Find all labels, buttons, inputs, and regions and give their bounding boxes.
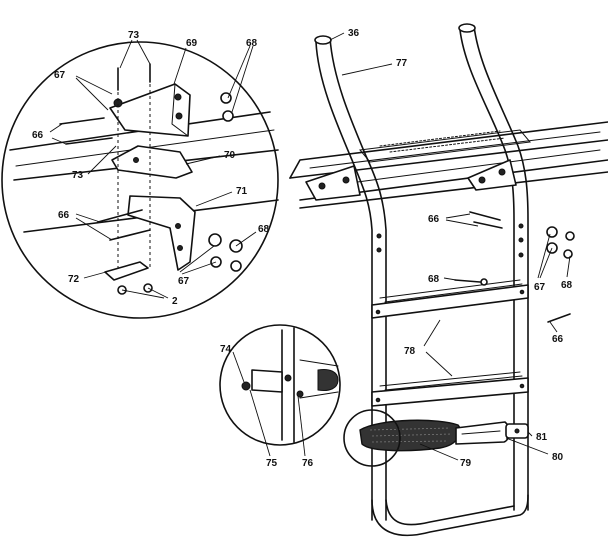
label-part-71: 71 — [236, 186, 248, 197]
detail-circle-top — [1, 41, 279, 319]
weight-rod-80 — [455, 421, 511, 445]
ladder-weight-79 — [359, 419, 461, 452]
callout-labels: 36 77 73 69 68 67 66 73 70 71 66 68 67 7… — [32, 28, 573, 469]
label-part-70: 70 — [224, 150, 236, 161]
label-part-66-mid: 66 — [58, 210, 70, 221]
ladder-top-bracket-right — [467, 159, 517, 191]
label-part-66-right: 66 — [428, 214, 440, 225]
label-part-67-mid: 67 — [178, 276, 190, 287]
label-part-68-right: 68 — [561, 280, 573, 291]
tread-lower — [371, 371, 529, 407]
label-part-68-mid: 68 — [258, 224, 270, 235]
ladder-handrail-left — [314, 35, 387, 521]
label-part-72: 72 — [68, 274, 80, 285]
hardware-right — [454, 211, 575, 323]
label-part-67-top: 67 — [54, 70, 66, 81]
label-part-73-mid: 73 — [72, 170, 84, 181]
ladder-handrail-right — [458, 23, 529, 511]
label-part-66-top: 66 — [32, 130, 44, 141]
label-part-77: 77 — [396, 58, 408, 69]
label-part-76: 76 — [302, 458, 314, 469]
rail-bolt-holes — [376, 223, 524, 258]
label-part-69: 69 — [186, 38, 198, 49]
bracket-71 — [127, 195, 196, 271]
leader-lines — [49, 32, 571, 461]
label-part-36: 36 — [348, 28, 360, 39]
label-part-2: 2 — [172, 296, 178, 307]
ladder-top-bracket-left — [305, 165, 361, 201]
label-part-74: 74 — [220, 344, 232, 355]
label-part-80: 80 — [552, 452, 564, 463]
label-part-67-right: 67 — [534, 282, 546, 293]
ladder-bottom-bend — [371, 494, 529, 537]
detail-circle-lower — [219, 324, 341, 446]
label-part-81: 81 — [536, 432, 548, 443]
tread-upper — [371, 279, 529, 319]
plate-72 — [104, 261, 149, 281]
label-part-66-lower: 66 — [552, 334, 564, 345]
label-part-79: 79 — [460, 458, 472, 469]
hardware-bolts — [59, 63, 243, 295]
detail-circle-weight — [343, 409, 401, 467]
label-part-68-lower: 68 — [428, 274, 440, 285]
label-part-78: 78 — [404, 346, 416, 357]
label-part-75: 75 — [266, 458, 278, 469]
label-part-68-top: 68 — [246, 38, 258, 49]
label-part-73-top: 73 — [128, 30, 140, 41]
clamp-81 — [505, 423, 529, 439]
